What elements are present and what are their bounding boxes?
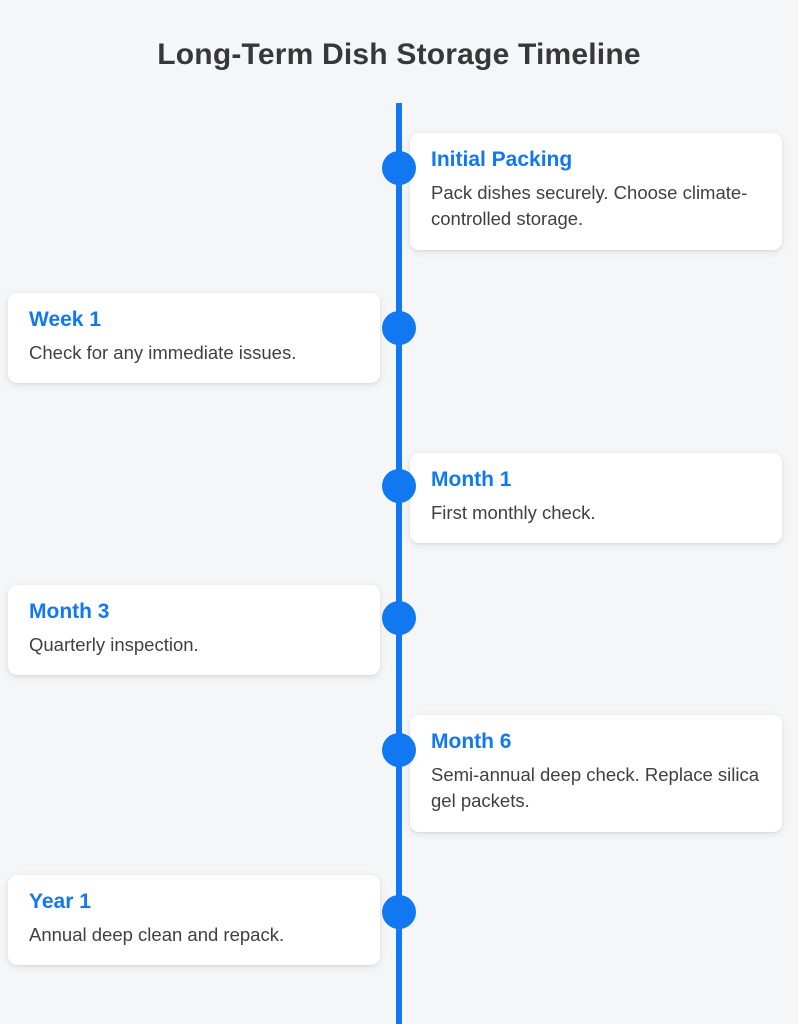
timeline-dot-week-1 bbox=[382, 311, 416, 345]
event-description: Annual deep clean and repack. bbox=[29, 924, 285, 946]
event-description: First monthly check. bbox=[431, 502, 596, 524]
event-title: Month 1 bbox=[431, 468, 512, 491]
event-description: Semi-annual deep check. Replace silica g… bbox=[431, 764, 760, 812]
timeline-card-initial-packing: Initial Packing Pack dishes securely. Ch… bbox=[410, 133, 782, 250]
event-description: Quarterly inspection. bbox=[29, 634, 199, 656]
timeline-card-year-1: Year 1 Annual deep clean and repack. bbox=[8, 875, 380, 966]
timeline-card-month-6: Month 6 Semi-annual deep check. Replace … bbox=[410, 715, 782, 832]
event-title: Month 6 bbox=[431, 730, 512, 753]
event-description: Pack dishes securely. Choose climate-con… bbox=[431, 182, 748, 230]
event-title: Week 1 bbox=[29, 308, 101, 331]
timeline-card-week-1: Week 1 Check for any immediate issues. bbox=[8, 293, 380, 384]
event-title: Initial Packing bbox=[431, 148, 573, 171]
timeline-card-month-3: Month 3 Quarterly inspection. bbox=[8, 585, 380, 676]
timeline-dot-month-6 bbox=[382, 733, 416, 767]
timeline-card-month-1: Month 1 First monthly check. bbox=[410, 453, 782, 544]
timeline-dot-year-1 bbox=[382, 895, 416, 929]
timeline-dot-month-1 bbox=[382, 469, 416, 503]
event-description: Check for any immediate issues. bbox=[29, 342, 297, 364]
timeline-line bbox=[396, 103, 402, 1024]
timeline-dot-initial-packing bbox=[382, 151, 416, 185]
event-title: Year 1 bbox=[29, 890, 91, 913]
timeline-dot-month-3 bbox=[382, 601, 416, 635]
page-title: Long-Term Dish Storage Timeline bbox=[157, 38, 641, 71]
event-title: Month 3 bbox=[29, 600, 110, 623]
